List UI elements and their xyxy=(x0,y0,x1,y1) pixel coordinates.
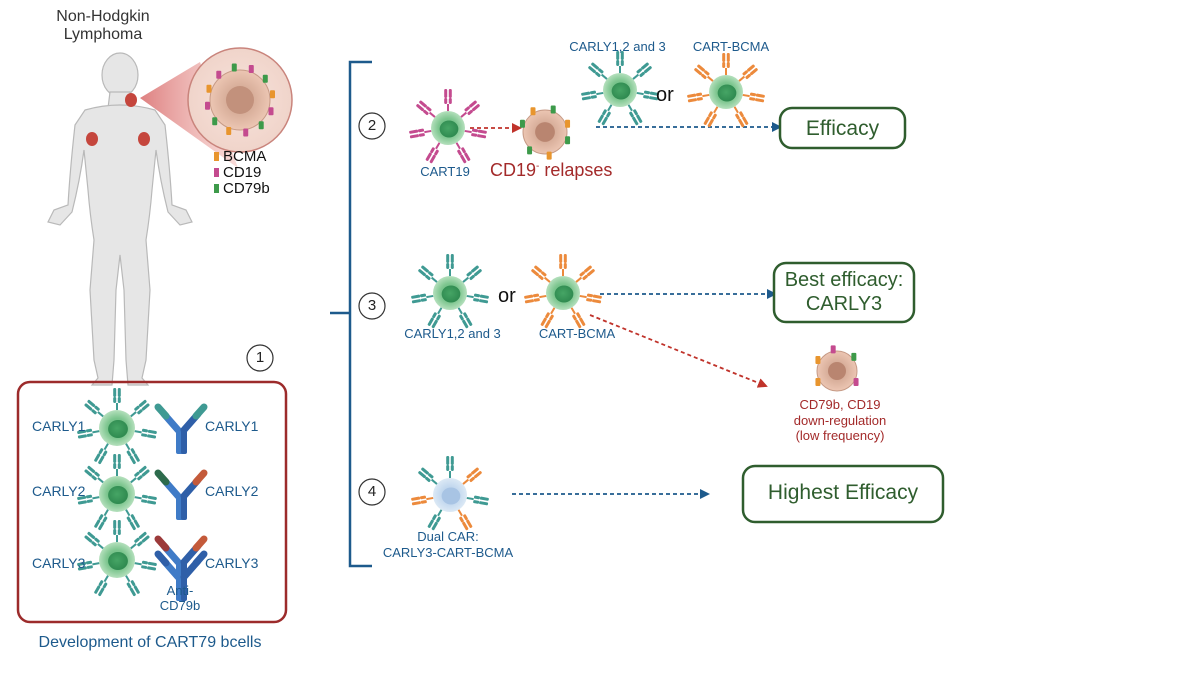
antigen-legend: BCMA CD19 CD79b xyxy=(214,147,270,197)
legend-item-bcma: BCMA xyxy=(214,147,270,165)
legend-label-bcma: BCMA xyxy=(223,147,267,165)
dual-car-label: Dual CAR: CARLY3-CART-BCMA xyxy=(378,529,518,560)
best-efficacy-line2: CARLY3 xyxy=(805,293,883,315)
step1-number: 1 xyxy=(255,349,265,366)
development-box xyxy=(16,380,288,624)
legend-swatch-cd19 xyxy=(214,167,219,177)
carly1-cell xyxy=(76,388,158,465)
carly2-antibody xyxy=(154,469,208,520)
bracket-line xyxy=(330,60,372,568)
step2-carly-cell xyxy=(580,51,660,126)
dual-car-line2: CARLY3-CART-BCMA xyxy=(382,544,514,560)
step1-cell-label-carly1: CARLY1 xyxy=(32,418,86,434)
human-body-figure xyxy=(47,52,193,386)
carly1-antibody xyxy=(154,403,208,454)
efficacy-box xyxy=(778,106,907,150)
legend-label-cd79b: CD79b xyxy=(223,179,270,197)
legend-item-cd79b: CD79b xyxy=(214,179,270,197)
cart19-cell xyxy=(408,89,488,164)
arrow-step3-to-downregulation xyxy=(589,314,768,388)
anti-cd79b-label: Anti- CD79b xyxy=(150,583,210,614)
carly2-cell xyxy=(76,454,158,531)
step2-number: 2 xyxy=(367,117,377,134)
development-caption: Development of CART79 bcells xyxy=(38,634,262,651)
downregulation-line3: (low frequency) xyxy=(795,428,885,444)
legend-swatch-cd79b xyxy=(214,183,219,193)
dual-car-cell xyxy=(410,456,490,531)
cart19-label: CART19 xyxy=(420,164,470,179)
downregulation-label: CD79b, CD19 down-regulation (low frequen… xyxy=(770,397,910,444)
step3-carly-label: CARLY1,2 and 3 xyxy=(404,326,501,341)
step3-number-circle xyxy=(358,292,386,320)
disease-title-line2: Lymphoma xyxy=(63,26,143,44)
cd19-relapse-label: CD19- relapses xyxy=(490,160,612,181)
legend-label-cd19: CD19 xyxy=(223,163,262,181)
best-efficacy-line1: Best efficacy: xyxy=(784,269,904,291)
anti-cd79b-line2: CD79b xyxy=(159,597,201,613)
anti-cd79b-antibody xyxy=(154,550,208,601)
step1-ab-label-carly3: CARLY3 xyxy=(205,555,259,571)
efficacy-text: Efficacy xyxy=(805,117,880,140)
dual-car-line1: Dual CAR: xyxy=(417,529,479,544)
downregulation-line2: down-regulation xyxy=(793,412,887,428)
step3-carly-cell xyxy=(410,254,490,329)
legend-item-cd19: CD19 xyxy=(214,163,270,181)
downregulated-tumor-cell xyxy=(815,345,859,392)
anti-cd79b-line1: Anti- xyxy=(166,583,194,598)
best-efficacy-text: Best efficacy: CARLY3 xyxy=(774,268,914,316)
step2-carly-label: CARLY1,2 and 3 xyxy=(569,39,666,54)
step2-cart-bcma-cell xyxy=(686,53,766,128)
step3-bcma-label: CART-BCMA xyxy=(538,326,616,341)
tumor-zoom-circle xyxy=(187,47,293,153)
tumor-sites xyxy=(86,93,150,146)
downregulation-line1: CD79b, CD19 xyxy=(799,397,881,412)
step3-cart-bcma-cell xyxy=(523,254,603,329)
step3-or-text: or xyxy=(498,285,516,307)
highest-efficacy-text: Highest Efficacy xyxy=(767,481,919,504)
best-efficacy-box xyxy=(772,261,916,324)
step2-number-circle xyxy=(358,112,386,140)
step1-cell-label-carly3: CARLY3 xyxy=(32,555,86,571)
step2-or-text: or xyxy=(656,84,674,106)
carly3-cell xyxy=(76,520,158,597)
relapse-prefix: CD19 xyxy=(490,160,537,180)
cd19-negative-tumor-cell xyxy=(519,105,571,160)
step2-bcma-label: CART-BCMA xyxy=(692,39,770,54)
step1-number-circle xyxy=(246,344,274,372)
step3-number: 3 xyxy=(367,297,377,314)
step4-number: 4 xyxy=(367,483,377,500)
relapse-suffix: relapses xyxy=(539,160,613,180)
disease-title: Non-Hodgkin Lymphoma xyxy=(48,8,158,45)
step4-number-circle xyxy=(358,478,386,506)
relapse-superscript: - xyxy=(536,161,540,172)
legend-swatch-bcma xyxy=(214,151,219,161)
step1-ab-label-carly2: CARLY2 xyxy=(205,483,259,499)
disease-title-line1: Non-Hodgkin xyxy=(56,8,150,25)
highest-efficacy-box xyxy=(741,464,945,524)
step1-cell-label-carly2: CARLY2 xyxy=(32,483,86,499)
step1-ab-label-carly1: CARLY1 xyxy=(205,418,259,434)
